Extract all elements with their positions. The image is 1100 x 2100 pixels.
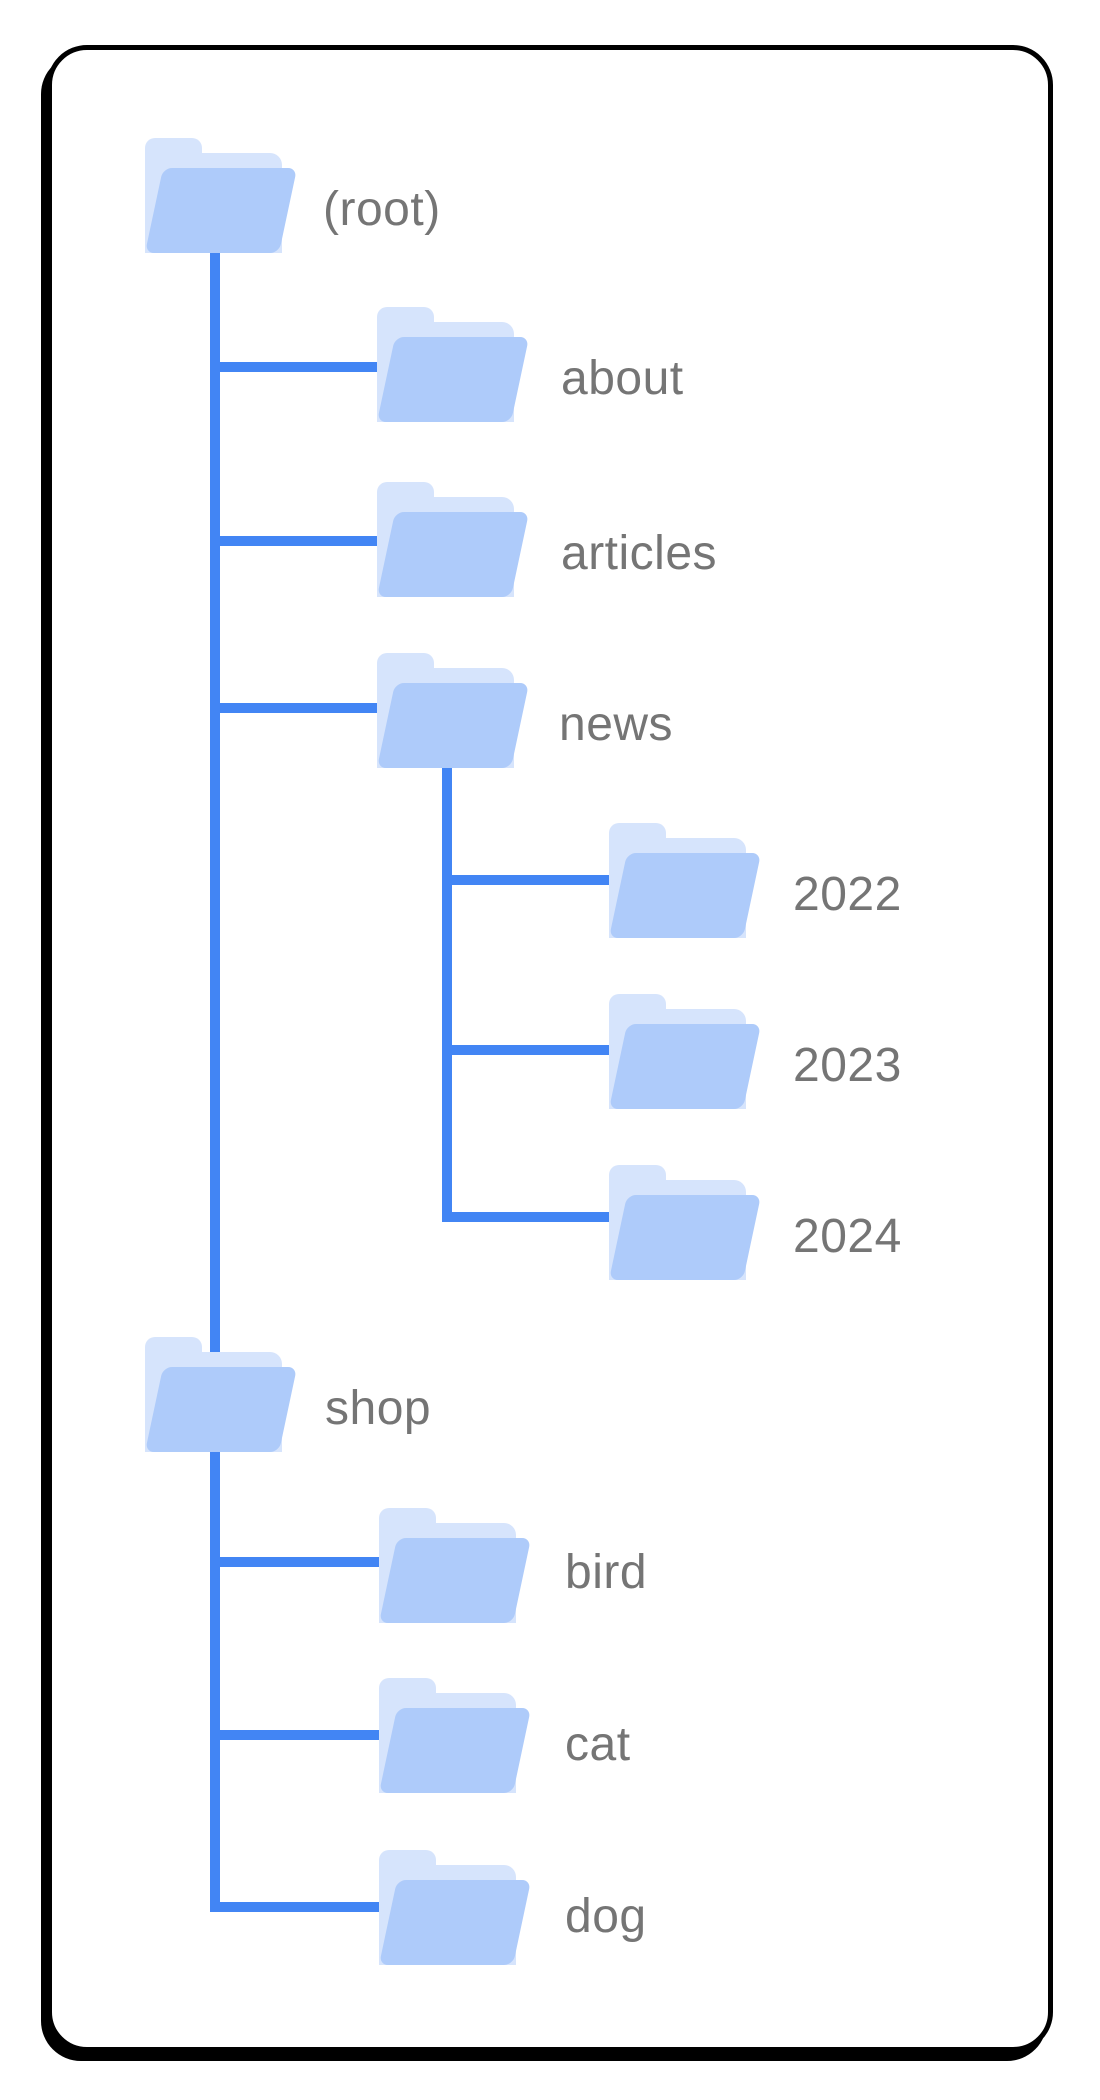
bird-branch-connector-line — [215, 1557, 445, 1567]
bird-folder-icon — [379, 1508, 532, 1623]
dog-folder-label: dog — [565, 1890, 647, 1943]
2024-folder-icon — [609, 1165, 762, 1280]
articles-folder-label: articles — [561, 527, 718, 580]
bird-folder-label: bird — [565, 1546, 648, 1599]
folder-front-shape — [145, 168, 298, 253]
2022-branch-connector-line — [447, 875, 677, 885]
folder-front-shape — [379, 1538, 532, 1623]
folder-front-shape — [609, 853, 762, 938]
2024-folder-label: 2024 — [793, 1210, 902, 1263]
about-folder-label: about — [561, 352, 684, 405]
articles-branch-connector-line — [215, 536, 445, 546]
news-folder-label: news — [559, 698, 674, 751]
2022-folder-label: 2022 — [793, 868, 902, 921]
2024-branch-connector-line — [447, 1212, 677, 1222]
folder-front-shape — [145, 1367, 298, 1452]
root-folder-label: (root) — [323, 183, 441, 236]
about-branch-connector-line — [215, 362, 445, 372]
about-folder-icon — [377, 307, 530, 422]
cat-branch-connector-line — [215, 1730, 445, 1740]
folder-front-shape — [379, 1708, 532, 1793]
2023-folder-label: 2023 — [793, 1039, 902, 1092]
articles-folder-icon — [377, 482, 530, 597]
2023-folder-icon — [609, 994, 762, 1109]
news-branch-connector-line — [215, 703, 445, 713]
news-folder-icon — [377, 653, 530, 768]
folder-front-shape — [377, 512, 530, 597]
news-trunk-connector-line — [442, 755, 452, 1222]
dog-branch-connector-line — [215, 1902, 445, 1912]
shop-folder-label: shop — [325, 1382, 432, 1435]
folder-front-shape — [377, 337, 530, 422]
diagram-card: (root) about articles news 2022 2023 202… — [47, 45, 1053, 2052]
2022-folder-icon — [609, 823, 762, 938]
folder-front-shape — [609, 1195, 762, 1280]
folder-front-shape — [379, 1880, 532, 1965]
folder-front-shape — [609, 1024, 762, 1109]
2023-branch-connector-line — [447, 1045, 677, 1055]
root-trunk-connector-line — [210, 245, 220, 1912]
folder-front-shape — [377, 683, 530, 768]
dog-folder-icon — [379, 1850, 532, 1965]
cat-folder-label: cat — [565, 1718, 631, 1771]
shop-folder-icon — [145, 1337, 298, 1452]
cat-folder-icon — [379, 1678, 532, 1793]
root-folder-icon — [145, 138, 298, 253]
